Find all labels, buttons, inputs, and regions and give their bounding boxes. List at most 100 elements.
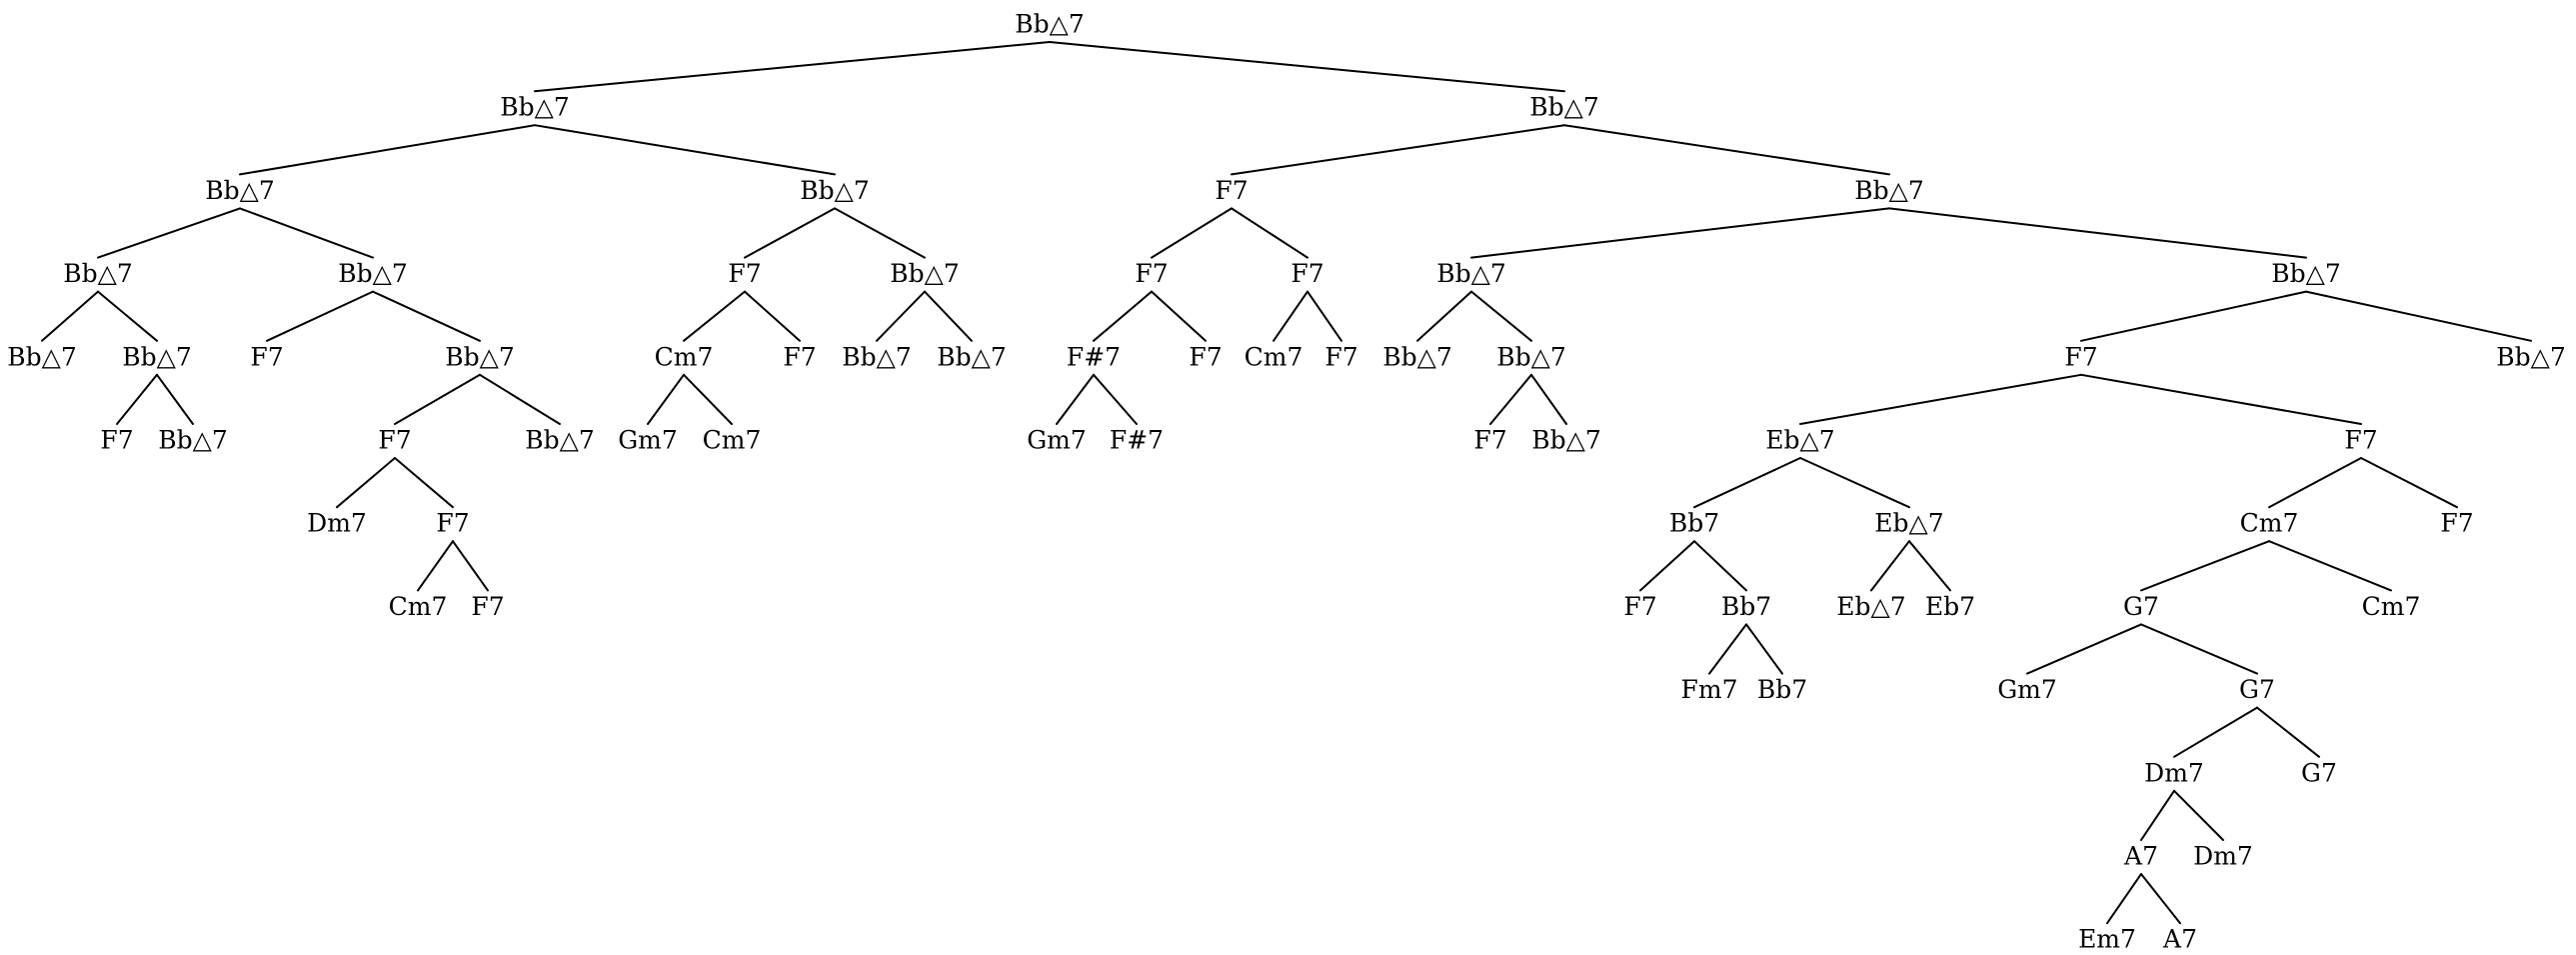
tree-edge xyxy=(2106,873,2142,925)
chord-node-label: Bb△7 xyxy=(205,176,275,205)
chord-leaf-label: F7 xyxy=(471,592,504,621)
tree-edge xyxy=(2140,789,2175,841)
chord-node-label: F7 xyxy=(1290,259,1323,288)
tree-edge xyxy=(41,290,99,342)
tree-edge xyxy=(97,290,158,342)
chord-node-label: Dm7 xyxy=(2144,758,2204,787)
chord-node-label: Bb△7 xyxy=(2271,259,2341,288)
chord-leaf-label: Eb7 xyxy=(1925,592,1975,621)
chord-leaf-label: Cm7 xyxy=(1245,342,1303,371)
chord-node-label: Cm7 xyxy=(655,342,714,371)
tree-edge xyxy=(417,540,454,592)
tree-edge xyxy=(1093,373,1138,425)
chord-leaf-label: Bb△7 xyxy=(158,426,228,455)
chord-node-label: Bb△7 xyxy=(63,259,133,288)
tree-edge xyxy=(1563,124,1890,176)
chord-node-label: Eb△7 xyxy=(1765,426,1834,455)
tree-edge xyxy=(266,290,374,342)
chord-node-label: F7 xyxy=(1215,176,1248,205)
tree-edge xyxy=(2173,706,2258,758)
tree-edge xyxy=(1056,373,1095,425)
tree-edge xyxy=(1489,373,1532,425)
tree-edge xyxy=(1151,207,1233,259)
chord-node-label: F7 xyxy=(728,259,761,288)
chord-node-label: Bb△7 xyxy=(1854,176,1924,205)
chord-node-label: F7 xyxy=(436,509,469,538)
chord-node-label: Bb△7 xyxy=(1436,259,1506,288)
tree-edge xyxy=(2360,457,2458,509)
chord-leaf-label: Gm7 xyxy=(618,426,678,455)
chord-leaf-label: Bb△7 xyxy=(1531,426,1601,455)
tree-edge xyxy=(1799,373,2082,425)
chord-node-label: Bb△7 xyxy=(122,342,192,371)
tree-edge xyxy=(1708,623,1747,675)
chord-node-label: Bb△7 xyxy=(338,259,408,288)
tree-edge xyxy=(479,373,561,425)
chord-leaf-label: Gm7 xyxy=(1997,675,2057,704)
chord-leaf-label: Dm7 xyxy=(307,509,367,538)
tree-edge xyxy=(2140,873,2181,925)
tree-edge xyxy=(1231,124,1565,176)
root-chord-label: Bb△7 xyxy=(1015,10,1085,39)
tree-edge xyxy=(1151,290,1207,342)
tree-edge xyxy=(2080,290,2307,342)
tree-edge xyxy=(2256,706,2320,758)
chord-leaf-label: Cm7 xyxy=(2362,592,2421,621)
chord-leaf-label: F7 xyxy=(1324,342,1357,371)
tree-edge xyxy=(2026,623,2142,675)
tree-edge xyxy=(1799,457,1910,509)
chord-leaf-label: Bb△7 xyxy=(937,342,1007,371)
chord-leaf-label: Fm7 xyxy=(1681,675,1738,704)
chord-node-label: G7 xyxy=(2123,592,2159,621)
tree-edge xyxy=(97,207,241,259)
chord-leaf-label: Dm7 xyxy=(2193,842,2253,871)
chord-leaf-label: G7 xyxy=(2301,758,2337,787)
tree-edge xyxy=(1231,207,1308,259)
chord-node-label: Bb△7 xyxy=(1529,93,1599,122)
tree-edge xyxy=(744,290,801,342)
tree-edge xyxy=(452,540,489,592)
tree-edge xyxy=(1273,290,1308,342)
tree-edge xyxy=(2268,540,2392,592)
chord-node-label: A7 xyxy=(2123,842,2158,871)
tree-edge xyxy=(239,124,536,176)
chord-leaf-label: Em7 xyxy=(2078,925,2136,954)
chord-leaf-label: F7 xyxy=(100,426,133,455)
chord-leaf-label: Bb△7 xyxy=(525,426,595,455)
tree-edge xyxy=(2140,623,2258,675)
chord-leaf-label: Bb△7 xyxy=(2496,342,2566,371)
tree-edge xyxy=(1639,540,1695,592)
chord-leaf-label: Bb△7 xyxy=(842,342,912,371)
chord-node-label: Bb△7 xyxy=(890,259,960,288)
tree-edge xyxy=(2268,457,2362,509)
chord-node-label: Bb△7 xyxy=(500,93,570,122)
tree-edge xyxy=(534,124,836,176)
chord-node-label: Bb△7 xyxy=(445,342,515,371)
chord-leaf-label: Bb7 xyxy=(1757,675,1807,704)
chord-leaf-label: Bb△7 xyxy=(7,342,77,371)
tree-edge xyxy=(2140,540,2270,592)
tree-edge xyxy=(683,290,746,342)
chord-node-label: Bb△7 xyxy=(800,176,870,205)
chord-leaf-label: F7 xyxy=(783,342,816,371)
chord-leaf-label: Gm7 xyxy=(1027,426,1087,455)
chord-node-label: G7 xyxy=(2239,675,2275,704)
tree-edge xyxy=(394,373,481,425)
chord-node-label: F7 xyxy=(2344,426,2377,455)
chord-node-label: Cm7 xyxy=(2240,509,2299,538)
tree-edge xyxy=(1470,207,1890,259)
chord-node-label: F7 xyxy=(1135,259,1168,288)
chord-node-label: Bb7 xyxy=(1721,592,1771,621)
tree-edge xyxy=(2080,373,2362,425)
tree-edge xyxy=(1049,41,1565,93)
chord-leaf-label: Bb△7 xyxy=(1382,342,1452,371)
tree-edge xyxy=(1093,290,1153,342)
chord-leaf-label: Cm7 xyxy=(703,426,762,455)
tree-edge xyxy=(1530,373,1567,425)
tree-edge xyxy=(1908,540,1951,592)
chord-leaf-label: Cm7 xyxy=(389,592,448,621)
chord-node-label: F7 xyxy=(2064,342,2097,371)
tree-edge xyxy=(1888,207,2307,259)
tree-edge xyxy=(744,207,836,259)
